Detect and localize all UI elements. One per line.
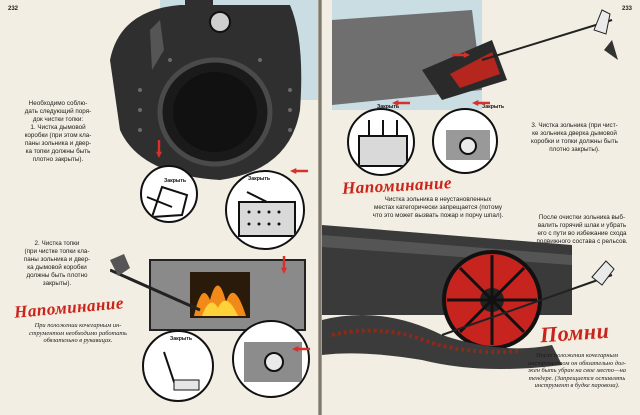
right-page-number: 233	[621, 6, 632, 12]
ashpan-illustration	[332, 0, 618, 110]
close-label: Закрыть	[482, 104, 505, 110]
valve-detail-circle	[140, 165, 198, 223]
ashpan-detail-circle	[225, 170, 305, 250]
smokebox-illustration	[110, 0, 318, 180]
bolt-detail-circle	[432, 108, 498, 174]
grate-detail-circle	[347, 108, 415, 176]
book-gutter	[318, 0, 322, 415]
close-label: Закрыть	[170, 336, 193, 342]
scraper-detail-circle	[142, 330, 214, 402]
red-arrow-icon	[452, 52, 470, 58]
remember-note: После положения кочегарным инструментом …	[528, 352, 626, 390]
left-page-number: 232	[8, 6, 19, 12]
right-page: 233 Закрыть Закрыть 3. Чистка зольника (…	[322, 0, 640, 415]
step2-text: 2. Чистка топки (при чистке топки кла- п…	[23, 240, 91, 287]
close-label: Закрыть	[248, 176, 271, 182]
left-page: 232 Необходимо соблю- дать следующий пор…	[0, 0, 318, 415]
remember-heading: Помни	[539, 317, 611, 348]
firebox-illustration	[110, 254, 306, 331]
wheel-slag-illustration	[322, 225, 615, 369]
warning-text: Чистка зольника в неустановленных местах…	[372, 196, 504, 219]
intro-text: Необходимо соблю- дать следующий поря- д…	[24, 100, 92, 163]
reminder-note: При положении кочегарным ин- струментом …	[29, 322, 127, 345]
reminder-heading: Напоминание	[341, 173, 453, 198]
close-label: Закрыть	[377, 104, 400, 110]
close-label: Закрыть	[164, 178, 187, 184]
reminder-heading: Напоминание	[13, 293, 125, 322]
step3-text: 3. Чистка зольника (при чист- ке зольник…	[531, 122, 618, 153]
door-latch-detail-circle	[232, 320, 310, 398]
after-clean-text: После очистки зольника выб- валить горяч…	[536, 214, 628, 245]
